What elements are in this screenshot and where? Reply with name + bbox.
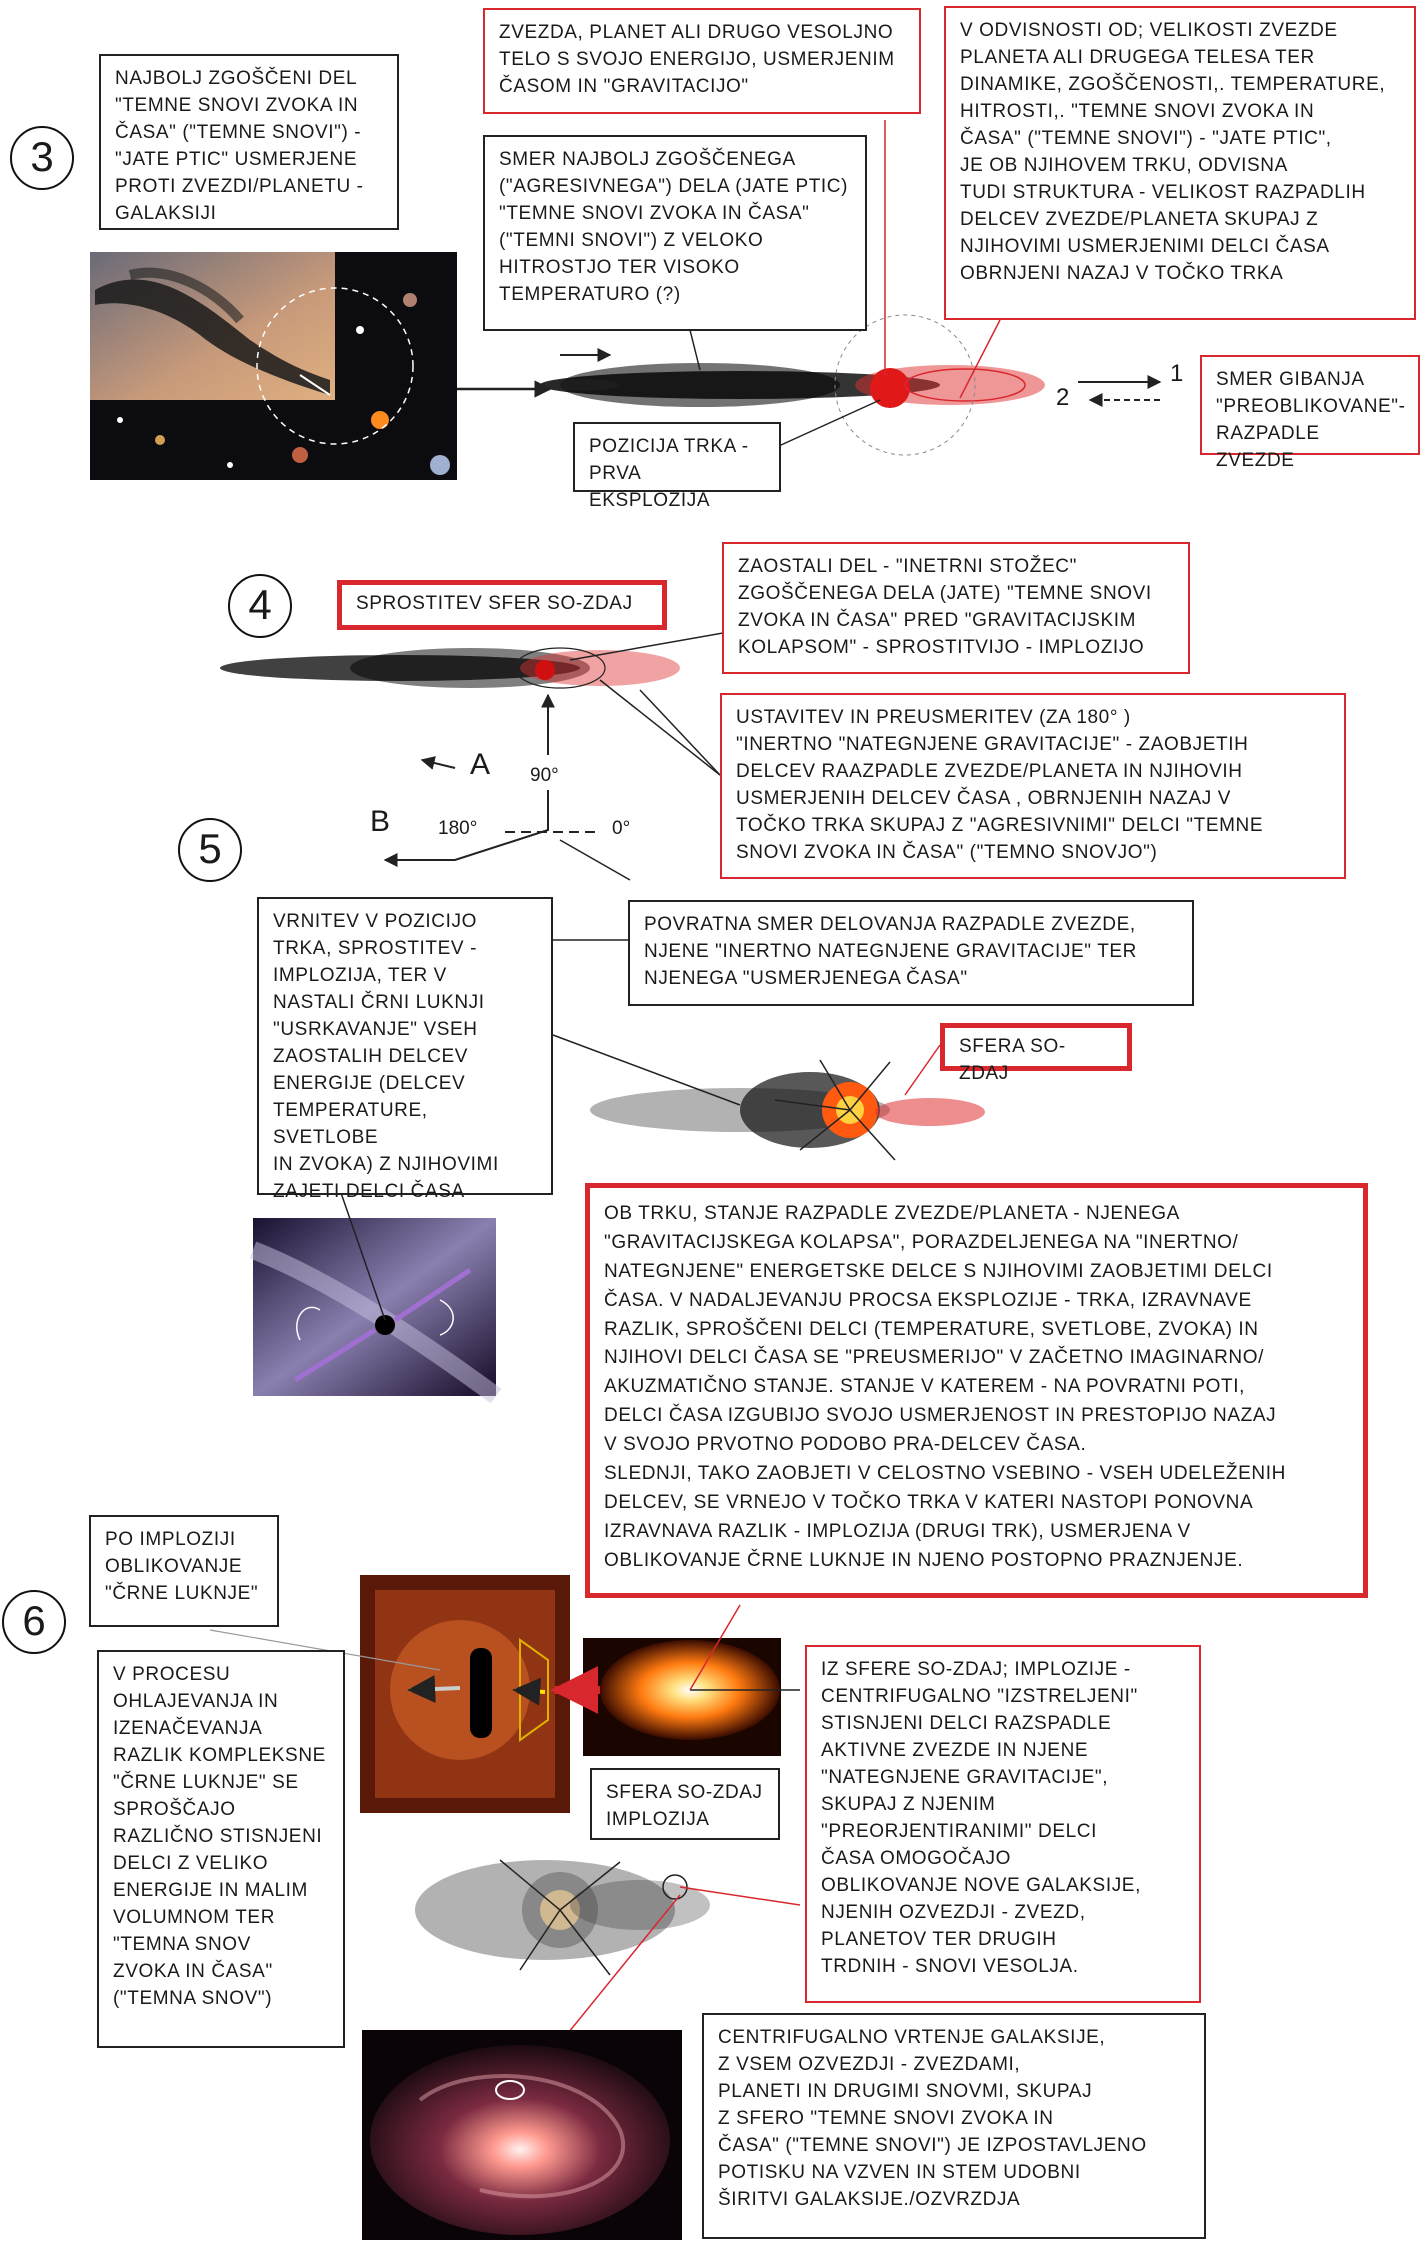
step-marker-5: 5 — [178, 818, 242, 882]
spiral-galaxy-photo — [362, 2030, 682, 2240]
direction-label-1: 1 — [1170, 360, 1184, 387]
box-return-direction: POVRATNA SMER DELOVANJA RAZPADLE ZVEZDE,… — [628, 900, 1194, 1006]
sun-sphere-image — [583, 1638, 781, 1756]
comet-release — [220, 647, 680, 689]
box-movement-direction: SMER GIBANJA "PREOBLIKOVANE"- RAZPADLE Z… — [1200, 355, 1420, 471]
box-stop-redirect: USTAVITEV IN PREUSMERITEV (ZA 180° ) "IN… — [720, 693, 1346, 879]
box-inner-cone: ZAOSTALI DEL - "INETRNI STOŽEC" ZGOŠČENE… — [722, 542, 1190, 674]
box-star-planet: ZVEZDA, PLANET ALI DRUGO VESOLJNO TELO S… — [483, 8, 921, 114]
box-sphere-implosion: SFERA SO-ZDAJ IMPLOZIJA — [590, 1768, 780, 1840]
step-marker-4: 4 — [228, 574, 292, 638]
angle-0: 0° — [612, 818, 631, 839]
bird-flock-photo — [90, 252, 335, 400]
black-hole-image — [360, 1575, 570, 1813]
comet-collision — [540, 314, 1045, 456]
direction-label-a: A — [470, 748, 491, 781]
step-marker-6: 6 — [2, 1590, 66, 1654]
direction-label-2: 2 — [1056, 384, 1070, 411]
box-return-implosion: VRNITEV V POZICIJO TRKA, SPROSTITEV - IM… — [257, 897, 553, 1202]
box-sphere-now: SFERA SO-ZDAJ — [940, 1023, 1132, 1084]
direction-label-b: B — [370, 805, 391, 838]
black-hole-photo — [249, 1218, 502, 1404]
box-cooling-process: V PROCESU OHLAJEVANJA IN IZENAČEVANJA RA… — [97, 1650, 345, 2048]
angle-90: 90° — [530, 765, 559, 786]
sphere-now-explosion — [590, 1059, 985, 1161]
box-collision-explanation: OB TRKU, STANJE RAZPADLE ZVEZDE/PLANETA … — [585, 1183, 1368, 1598]
box-galaxy-rotation: CENTRIFUGALNO VRTENJE GALAKSIJE, Z VSEM … — [702, 2013, 1206, 2239]
box-sphere-release: SPROSTITEV SFER SO-ZDAJ — [337, 580, 667, 630]
box-dense-dark-matter: NAJBOLJ ZGOŠČENI DEL "TEMNE SNOVI ZVOKA … — [99, 54, 399, 230]
box-dependence: V ODVISNOSTI OD; VELIKOSTI ZVEZDE PLANET… — [944, 6, 1416, 320]
angle-180: 180° — [438, 818, 478, 839]
box-collision-position: POZICIJA TRKA - PRVA EKSPLOZIJA — [573, 422, 781, 511]
box-dense-direction: SMER NAJBOLJ ZGOŠČENEGA ("AGRESIVNEGA") … — [483, 135, 867, 331]
galaxy-formation — [415, 1859, 710, 1976]
box-black-hole-formation: PO IMPLOZIJI OBLIKOVANJE "ČRNE LUKNJE" — [89, 1515, 279, 1627]
star-field-photo — [90, 252, 457, 480]
box-new-galaxy: IZ SFERE SO-ZDAJ; IMPLOZIJE - CENTRIFUGA… — [805, 1645, 1201, 2003]
step-marker-3: 3 — [10, 126, 74, 190]
